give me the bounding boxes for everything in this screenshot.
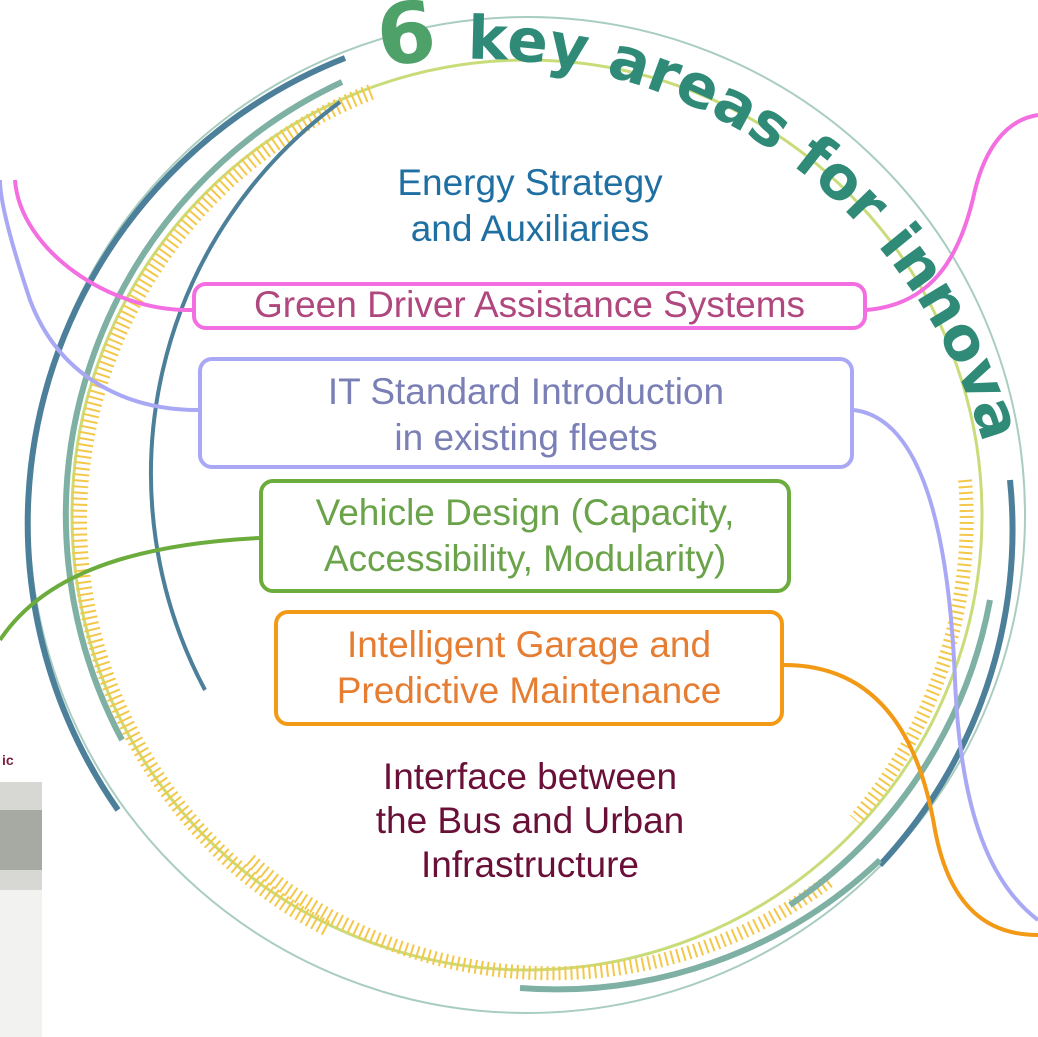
area-intelligent-garage: Intelligent Garage and Predictive Mainte… (274, 610, 784, 726)
thumbnail-photo-dark (0, 810, 42, 870)
connector-magenta (13, 113, 1038, 313)
area-interface-bus-urban: Interface between the Bus and Urban Infr… (300, 755, 760, 887)
area-vehicle-line-1: Vehicle Design (Capacity, (315, 492, 735, 533)
connector-lavender-right (853, 408, 1038, 922)
arc-left-1 (24, 55, 347, 812)
inner-ring (70, 58, 984, 972)
arc-bottom (519, 857, 883, 993)
thumbnail-photo-light (0, 890, 42, 1037)
area-interface-line-2: the Bus and Urban (375, 800, 685, 841)
arc-right-1 (877, 479, 1016, 868)
area-energy-line-2: and Auxiliaries (410, 208, 650, 249)
connector-orange (783, 663, 1038, 937)
area-garage-line-1: Intelligent Garage and (346, 624, 712, 665)
area-vehicle-line-2: Accessibility, Modularity) (323, 538, 727, 579)
area-it-standard: IT Standard Introduction in existing fle… (198, 357, 854, 469)
area-energy-line-1: Energy Strategy (397, 162, 663, 203)
area-vehicle-design: Vehicle Design (Capacity, Accessibility,… (259, 479, 791, 593)
title-number: 6 (371, 0, 441, 86)
connector-green (0, 536, 260, 642)
thumbnail-header: ic (0, 740, 42, 782)
thumbnail-image: ic (0, 740, 42, 1037)
area-green-driver-assistance: Green Driver Assistance Systems (192, 282, 867, 330)
area-green-line-1: Green Driver Assistance Systems (253, 284, 806, 325)
connector-lavender-left (0, 179, 199, 412)
area-garage-line-2: Predictive Maintenance (336, 670, 722, 711)
tick-band-bottom (245, 854, 835, 981)
arc-left-3 (149, 100, 342, 691)
tick-band-right (849, 479, 974, 825)
area-interface-line-1: Interface between (382, 756, 678, 797)
arc-left-2 (62, 79, 344, 742)
thumbnail-brand: ic (2, 752, 14, 768)
area-interface-line-3: Infrastructure (421, 844, 639, 885)
area-it-line-2: in existing fleets (394, 417, 658, 458)
area-it-line-1: IT Standard Introduction (327, 371, 725, 412)
area-energy-strategy: Energy Strategy and Auxiliaries (340, 160, 720, 252)
